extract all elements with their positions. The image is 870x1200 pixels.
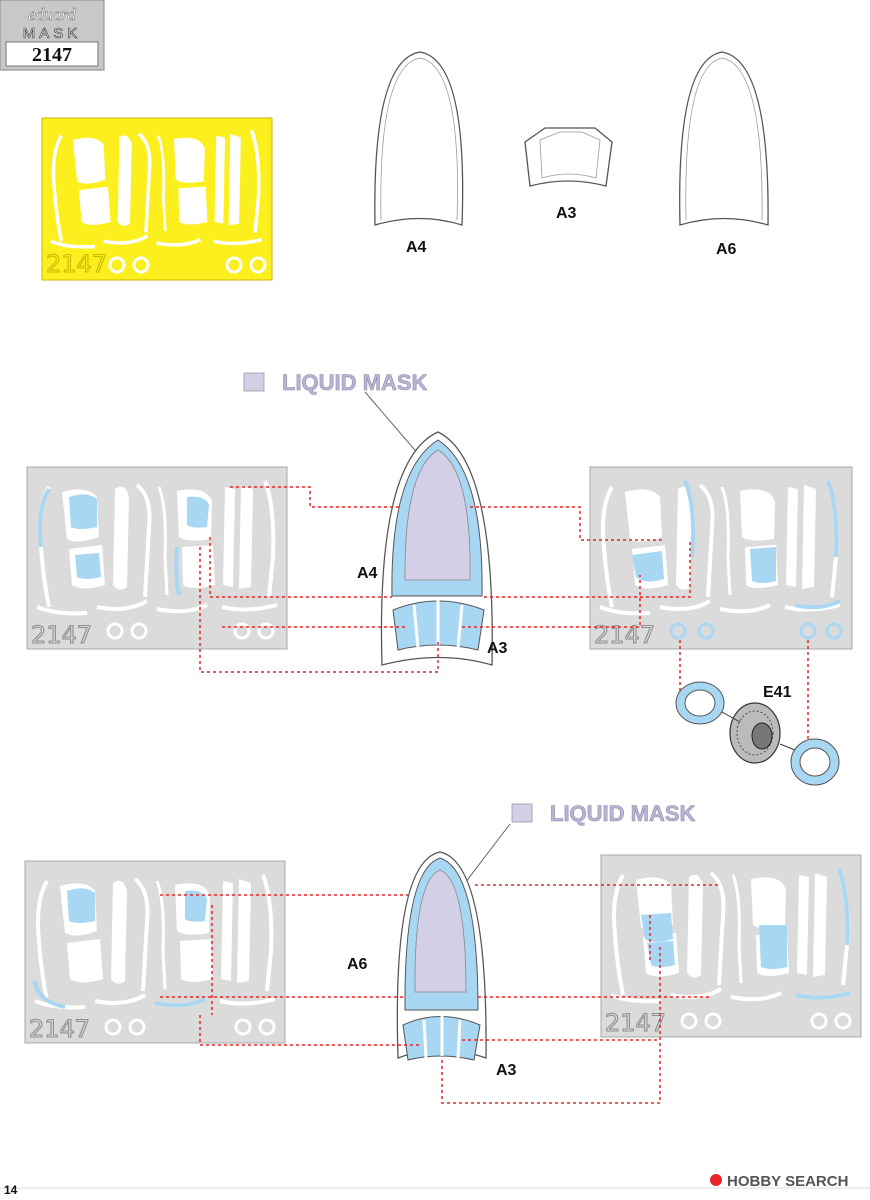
label-a4-mid: A4 bbox=[357, 565, 378, 582]
label-a4-top: A4 bbox=[406, 239, 427, 256]
mask-sheet-yellow: 2147 bbox=[41, 117, 273, 281]
wheel-e41 bbox=[675, 681, 840, 786]
canopy-assembly-2 bbox=[396, 851, 487, 1061]
label-a3-top: A3 bbox=[556, 205, 577, 222]
brand-eduard: eduard bbox=[28, 5, 76, 24]
mask-sheet-left-1: 2147 bbox=[26, 466, 288, 650]
part-a3-outline bbox=[524, 127, 613, 187]
part-a4-outline bbox=[374, 51, 464, 226]
mask-sheet-left-2: 2147 bbox=[24, 860, 286, 1044]
watermark: HOBBY SEARCH bbox=[710, 1173, 848, 1190]
mask-sheet-right-2: 2147 bbox=[600, 854, 862, 1038]
liquid-mask-label-2: LIQUID MASK bbox=[550, 801, 696, 826]
label-a3-mid: A3 bbox=[487, 640, 508, 657]
sheet-number-right-2: 2147 bbox=[605, 1009, 666, 1037]
liquid-mask-label-1: LIQUID MASK bbox=[282, 370, 428, 395]
liquid-mask-legend-1: LIQUID MASK bbox=[243, 370, 428, 395]
label-a6-top: A6 bbox=[716, 241, 737, 258]
label-e41: E41 bbox=[763, 684, 792, 701]
label-a6-mid: A6 bbox=[347, 956, 368, 973]
brand-block: eduard MASK 2147 bbox=[0, 0, 105, 71]
liquid-mask-legend-2: LIQUID MASK bbox=[511, 801, 696, 826]
guide-lines-1 bbox=[199, 486, 809, 748]
label-a3-bottom: A3 bbox=[496, 1062, 517, 1079]
watermark-text: HOBBY SEARCH bbox=[727, 1173, 848, 1190]
sheet-number-left-2: 2147 bbox=[29, 1015, 90, 1043]
canopy-assembly-1 bbox=[380, 431, 493, 666]
sheet-number-left-1: 2147 bbox=[31, 621, 92, 649]
part-a6-outline bbox=[679, 51, 769, 226]
sheet-number-yellow: 2147 bbox=[46, 250, 107, 278]
guide-lines-2 bbox=[160, 884, 720, 1104]
sheet-number-right-1: 2147 bbox=[594, 621, 655, 649]
set-number: 2147 bbox=[32, 44, 72, 66]
mask-sheet-right-1: 2147 bbox=[589, 466, 853, 650]
page-number: 14 bbox=[4, 1183, 18, 1197]
brand-mask: MASK bbox=[23, 25, 82, 42]
